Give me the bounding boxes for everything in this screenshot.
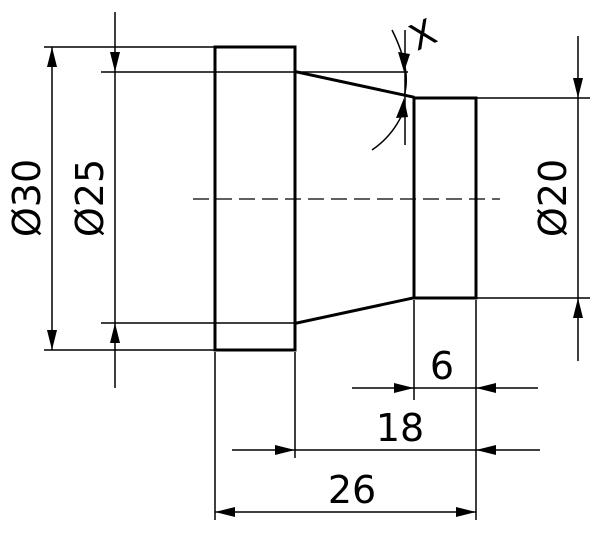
arrow-6-left: [394, 383, 414, 393]
label-6: 6: [430, 344, 454, 388]
arrow-d30-bottom: [47, 330, 57, 350]
arrow-d25-bottom: [110, 323, 120, 343]
arrow-18-left: [275, 445, 295, 455]
small-cylinder: [412, 96, 478, 300]
arrow-26-left: [215, 507, 235, 517]
label-18: 18: [376, 406, 424, 450]
arrow-26-right: [456, 507, 476, 517]
taper-top-edge: [295, 70, 415, 99]
label-d20: Ø20: [531, 159, 575, 237]
arrow-d20-top: [573, 78, 583, 98]
taper-bottom-edge: [295, 296, 415, 325]
left-diameter-dimensions: Ø30 Ø25: [5, 12, 297, 388]
length-dimensions: 6 18 26: [214, 300, 540, 520]
arrow-angle-bottom: [396, 98, 408, 118]
label-d30: Ø30: [5, 159, 49, 237]
label-d25: Ø25: [68, 159, 112, 237]
label-26: 26: [328, 468, 376, 512]
arrow-6-right: [476, 383, 496, 393]
label-angle: X: [403, 12, 443, 60]
arrow-d30-top: [47, 47, 57, 67]
arrow-angle-top: [398, 52, 410, 72]
arrow-d25-top: [110, 52, 120, 72]
arrow-d20-bottom: [573, 298, 583, 318]
right-diameter-dimension: Ø20: [476, 36, 590, 361]
taper-angle-dimension: X: [297, 12, 443, 151]
arrow-18-right: [476, 445, 496, 455]
